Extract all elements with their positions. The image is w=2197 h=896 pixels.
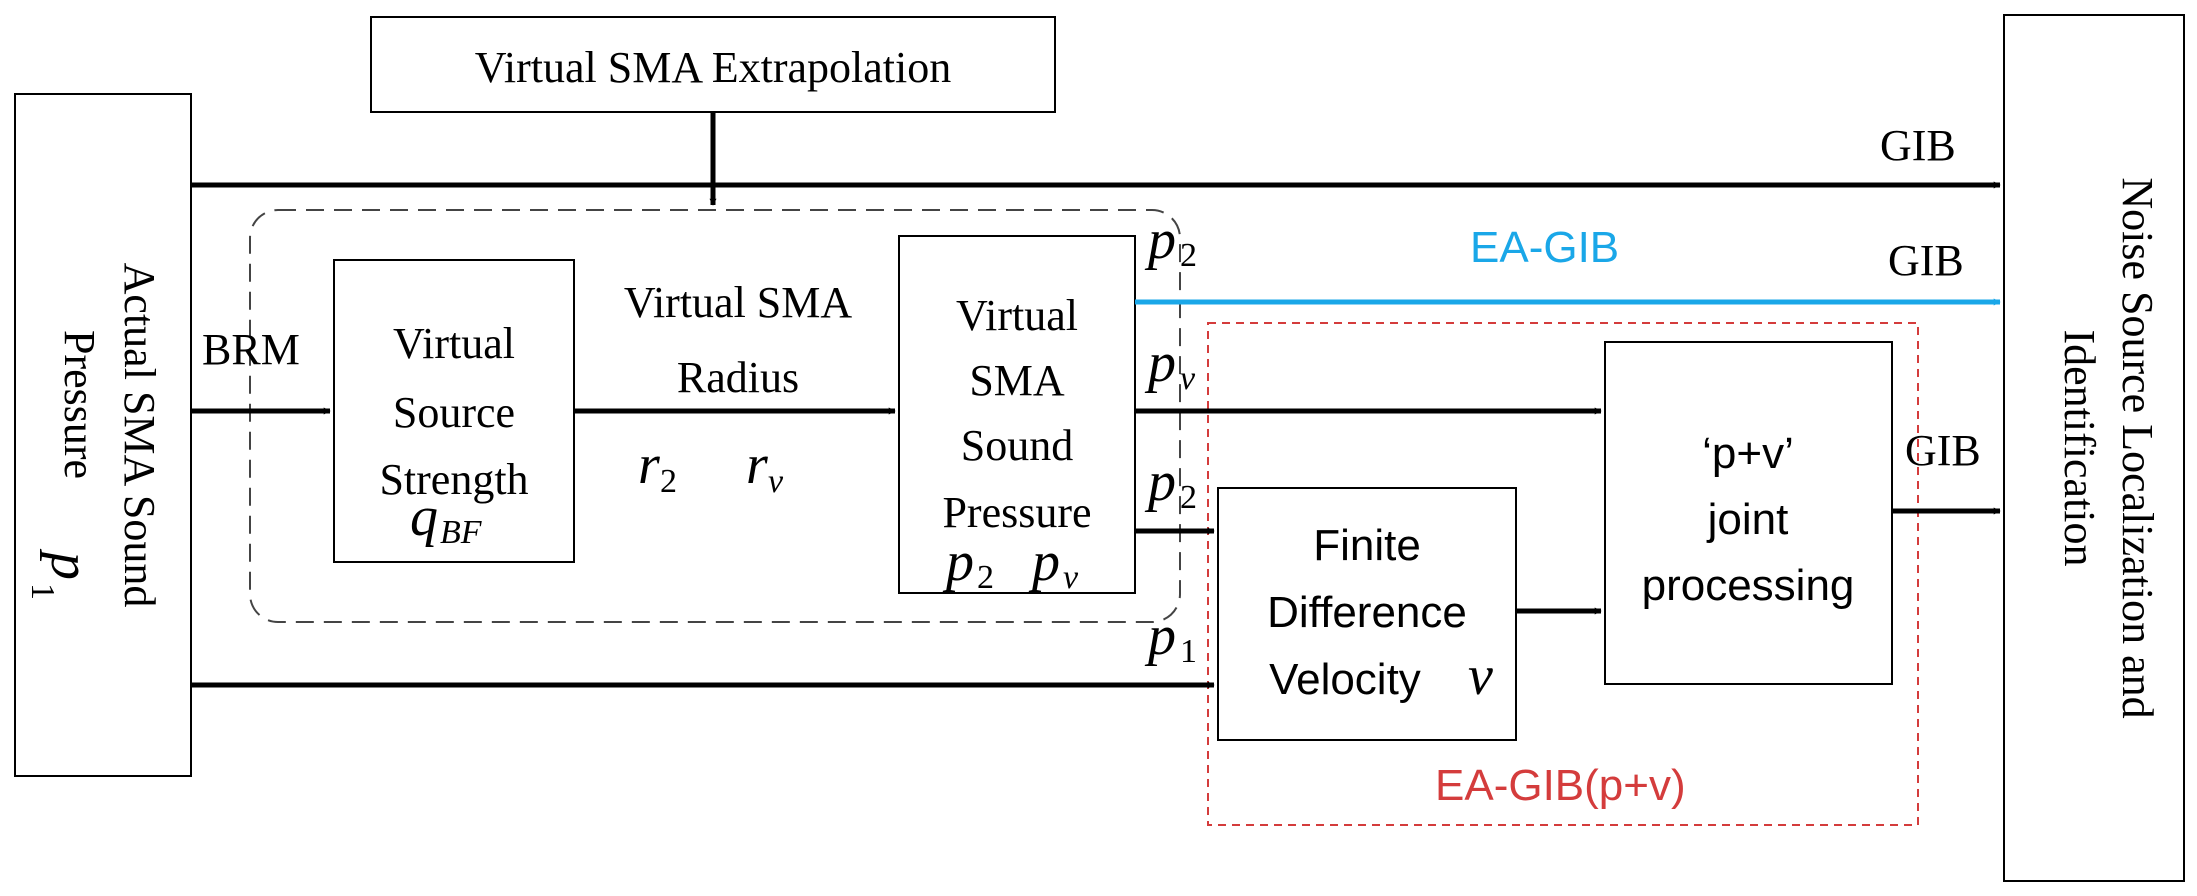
finite-difference-line3: Velocity — [1269, 655, 1421, 704]
p1-sub: 1 — [1180, 633, 1197, 670]
joint-processing-block: ‘p+v’ joint processing — [1604, 341, 1893, 685]
output-line2: Identification — [2055, 329, 2104, 566]
vp-pv-var: p — [1028, 531, 1060, 593]
p1-var: p — [1144, 605, 1176, 667]
source-strength-line2: Source — [393, 388, 515, 437]
rv-var: r — [746, 434, 768, 496]
actual-pressure-line2: Pressure — [55, 330, 104, 479]
p2-top-var: p — [1144, 209, 1176, 271]
actual-pressure-sub: 1 — [24, 583, 61, 600]
ea-gib-label: EA-GIB — [1470, 223, 1619, 272]
output-line1: Noise Source Localization and — [2113, 177, 2162, 718]
source-strength-block: Virtual Source Strength q BF — [333, 259, 575, 563]
vp-pv-sub: v — [1063, 559, 1079, 596]
p2-mid-var: p — [1144, 451, 1176, 513]
q-var: q — [410, 486, 438, 548]
virtual-extrapolation-group — [249, 209, 1181, 623]
joint-processing-line2: joint — [1706, 495, 1789, 544]
gib-joint-label: GIB — [1905, 426, 1981, 475]
p2-mid-sub: 2 — [1180, 479, 1197, 516]
brm-label: BRM — [202, 325, 300, 374]
virtual-pressure-line4: Pressure — [942, 488, 1091, 537]
source-strength-line1: Virtual — [393, 319, 515, 368]
actual-pressure-line1: Actual SMA Sound — [115, 263, 164, 608]
finite-difference-line1: Finite — [1313, 521, 1421, 570]
finite-difference-line2: Difference — [1267, 588, 1467, 637]
q-sub: BF — [440, 514, 483, 551]
joint-processing-line1: ‘p+v’ — [1702, 429, 1794, 478]
finite-difference-block: Finite Difference Velocity v — [1217, 487, 1517, 741]
vp-p2-sub: 2 — [977, 559, 994, 596]
virtual-pressure-block: Virtual SMA Sound Pressure p 2 p v — [898, 235, 1136, 596]
pv-sub: v — [1180, 360, 1196, 397]
extrapolation-label: Virtual SMA Extrapolation — [475, 43, 951, 92]
r2-sub: 2 — [660, 463, 677, 500]
actual-pressure-var: p — [39, 548, 101, 580]
ea-gib-pv-label: EA-GIB(p+v) — [1435, 761, 1686, 810]
gib-top-label: GIB — [1880, 121, 1956, 170]
joint-processing-line3: processing — [1642, 561, 1855, 610]
ea-gib-pv-group — [1207, 322, 1919, 826]
output-block: Noise Source Localization and Identifica… — [2003, 14, 2185, 882]
virtual-pressure-line1: Virtual — [956, 291, 1078, 340]
rv-sub: v — [768, 463, 784, 500]
actual-pressure-block: Actual SMA Sound Pressure p 1 — [14, 93, 192, 777]
source-strength-line3: Strength — [379, 455, 528, 504]
gib-middle-label: GIB — [1888, 236, 1964, 285]
virtual-pressure-line2: SMA — [969, 356, 1065, 405]
pv-var: p — [1144, 332, 1176, 394]
p2-top-sub: 2 — [1180, 237, 1197, 274]
r2-var: r — [638, 434, 660, 496]
extrapolation-block: Virtual SMA Extrapolation — [370, 16, 1056, 113]
radius-label-line2: Radius — [677, 353, 799, 402]
radius-label-line1: Virtual SMA — [624, 278, 853, 327]
velocity-var: v — [1468, 645, 1493, 707]
virtual-pressure-line3: Sound — [961, 421, 1073, 470]
vp-p2-var: p — [942, 531, 974, 593]
